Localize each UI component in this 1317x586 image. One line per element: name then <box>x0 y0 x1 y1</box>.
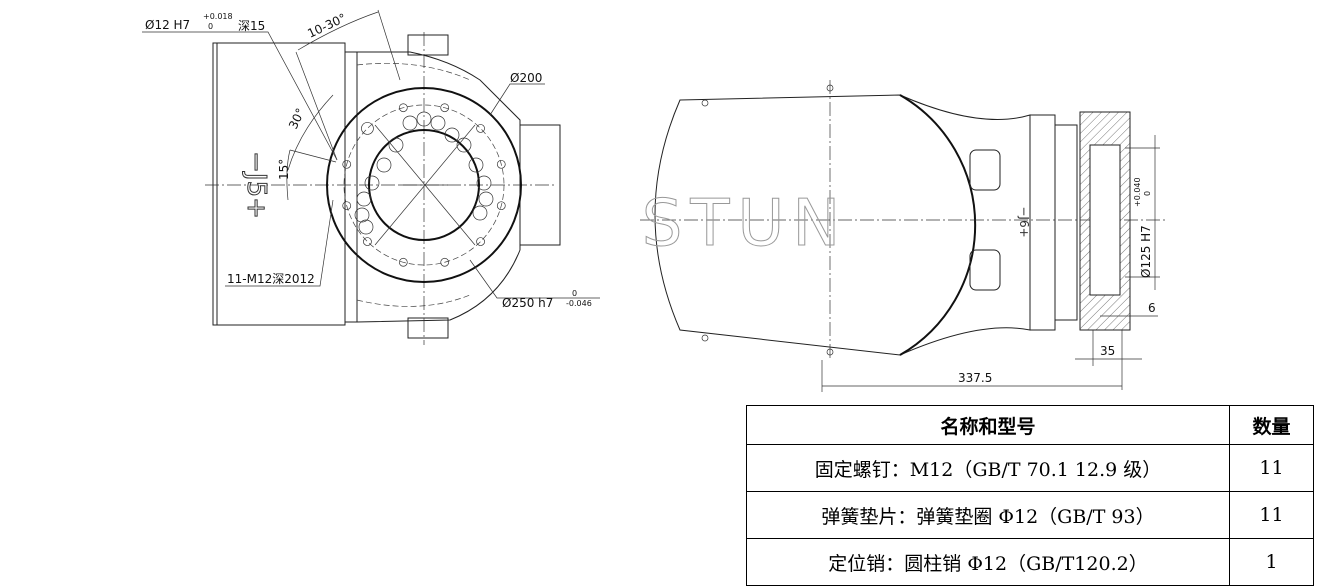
slot-hole <box>444 127 460 143</box>
bolt-hole <box>476 124 485 133</box>
bolt-hole <box>342 201 352 211</box>
parts-table: 名称和型号 数量 固定螺钉：M12（GB/T 70.1 12.9 级） 11 弹… <box>746 405 1314 586</box>
slot-hole <box>358 219 374 235</box>
bore-tol-lower: 0 <box>1143 191 1152 196</box>
table-row: 弹簧垫片：弹簧垫圈 Φ12（GB/T 93） 11 <box>746 491 1314 539</box>
flange-tol-lower: -0.046 <box>566 299 592 308</box>
slot-hole <box>402 115 418 131</box>
dim-35-label: 35 <box>1100 344 1115 358</box>
slot-hole <box>364 175 380 191</box>
bore-dia-label: Ø125 H7 <box>1139 225 1153 278</box>
angle-15-label: 15° <box>277 159 291 180</box>
bolt-hole <box>342 159 352 169</box>
slot-hole <box>456 137 472 153</box>
angle-30-label: 30° <box>286 106 308 131</box>
slot-hole <box>376 157 392 173</box>
pin-hole-tol-upper: +0.018 <box>203 12 233 21</box>
bolt-hole <box>476 237 485 246</box>
header-name: 名称和型号 <box>746 405 1230 445</box>
angle-range-label: 10-30° <box>305 11 348 41</box>
slot-hole <box>416 111 432 127</box>
part-name: 弹簧垫片：弹簧垫圈 Φ12（GB/T 93） <box>746 491 1230 539</box>
pin-hole-depth: 深15 <box>238 19 265 33</box>
slot-hole <box>430 115 446 131</box>
pin-hole-label: Ø12 H7 <box>145 18 190 32</box>
bolt-hole <box>496 159 506 169</box>
bolt-hole <box>440 257 450 267</box>
dim-6-label: 6 <box>1148 301 1156 315</box>
flange-tol-upper: 0 <box>572 289 577 298</box>
bolt-hole <box>440 103 450 113</box>
flange-outer-circle <box>326 87 522 283</box>
j6-axis-label: −J6+ <box>1017 206 1031 237</box>
bolt-circle <box>343 104 505 266</box>
arm-outline <box>654 94 1031 356</box>
part-name: 固定螺钉：M12（GB/T 70.1 12.9 级） <box>746 444 1230 492</box>
front-view: Ø12 H7 +0.018 0 深15 10-30° 30° 15° Ø200 … <box>142 9 600 345</box>
part-qty: 11 <box>1229 444 1314 492</box>
bolt-circle-label: Ø200 <box>510 71 542 85</box>
part-qty: 11 <box>1229 491 1314 539</box>
bolt-holes <box>342 103 506 267</box>
part-qty: 1 <box>1229 538 1314 586</box>
tapped-holes-label: 11-M12深2012 <box>227 272 315 286</box>
bolt-hole <box>496 201 506 211</box>
flange-dia-label: Ø250 h7 <box>502 296 553 310</box>
bolt-hole <box>398 103 408 113</box>
header-qty: 数量 <box>1229 405 1314 445</box>
side-view: STUN −J6+ Ø125 H7 +0.040 0 6 35 337.5 <box>640 80 1165 392</box>
slot-hole <box>354 207 370 223</box>
bolt-hole <box>361 122 374 135</box>
slot-hole <box>356 191 372 207</box>
center-bore <box>368 129 480 241</box>
pin-hole-tol-lower: 0 <box>208 22 213 31</box>
slot-hole <box>472 205 488 221</box>
slot-hole <box>468 157 484 173</box>
bore-tol-upper: +0.040 <box>1133 177 1142 207</box>
slot-hole <box>478 191 494 207</box>
table-row: 固定螺钉：M12（GB/T 70.1 12.9 级） 11 <box>746 444 1314 492</box>
table-row: 定位销：圆柱销 Φ12（GB/T120.2） 1 <box>746 538 1314 586</box>
dim-total-label: 337.5 <box>958 371 992 385</box>
slot-hole <box>476 175 492 191</box>
bolt-hole <box>398 257 408 267</box>
part-name: 定位销：圆柱销 Φ12（GB/T120.2） <box>746 538 1230 586</box>
bolt-hole <box>363 237 372 246</box>
j5-axis-label: −J5+ <box>241 151 271 219</box>
brand-watermark: STUN <box>642 187 848 261</box>
slot-hole <box>388 137 404 153</box>
